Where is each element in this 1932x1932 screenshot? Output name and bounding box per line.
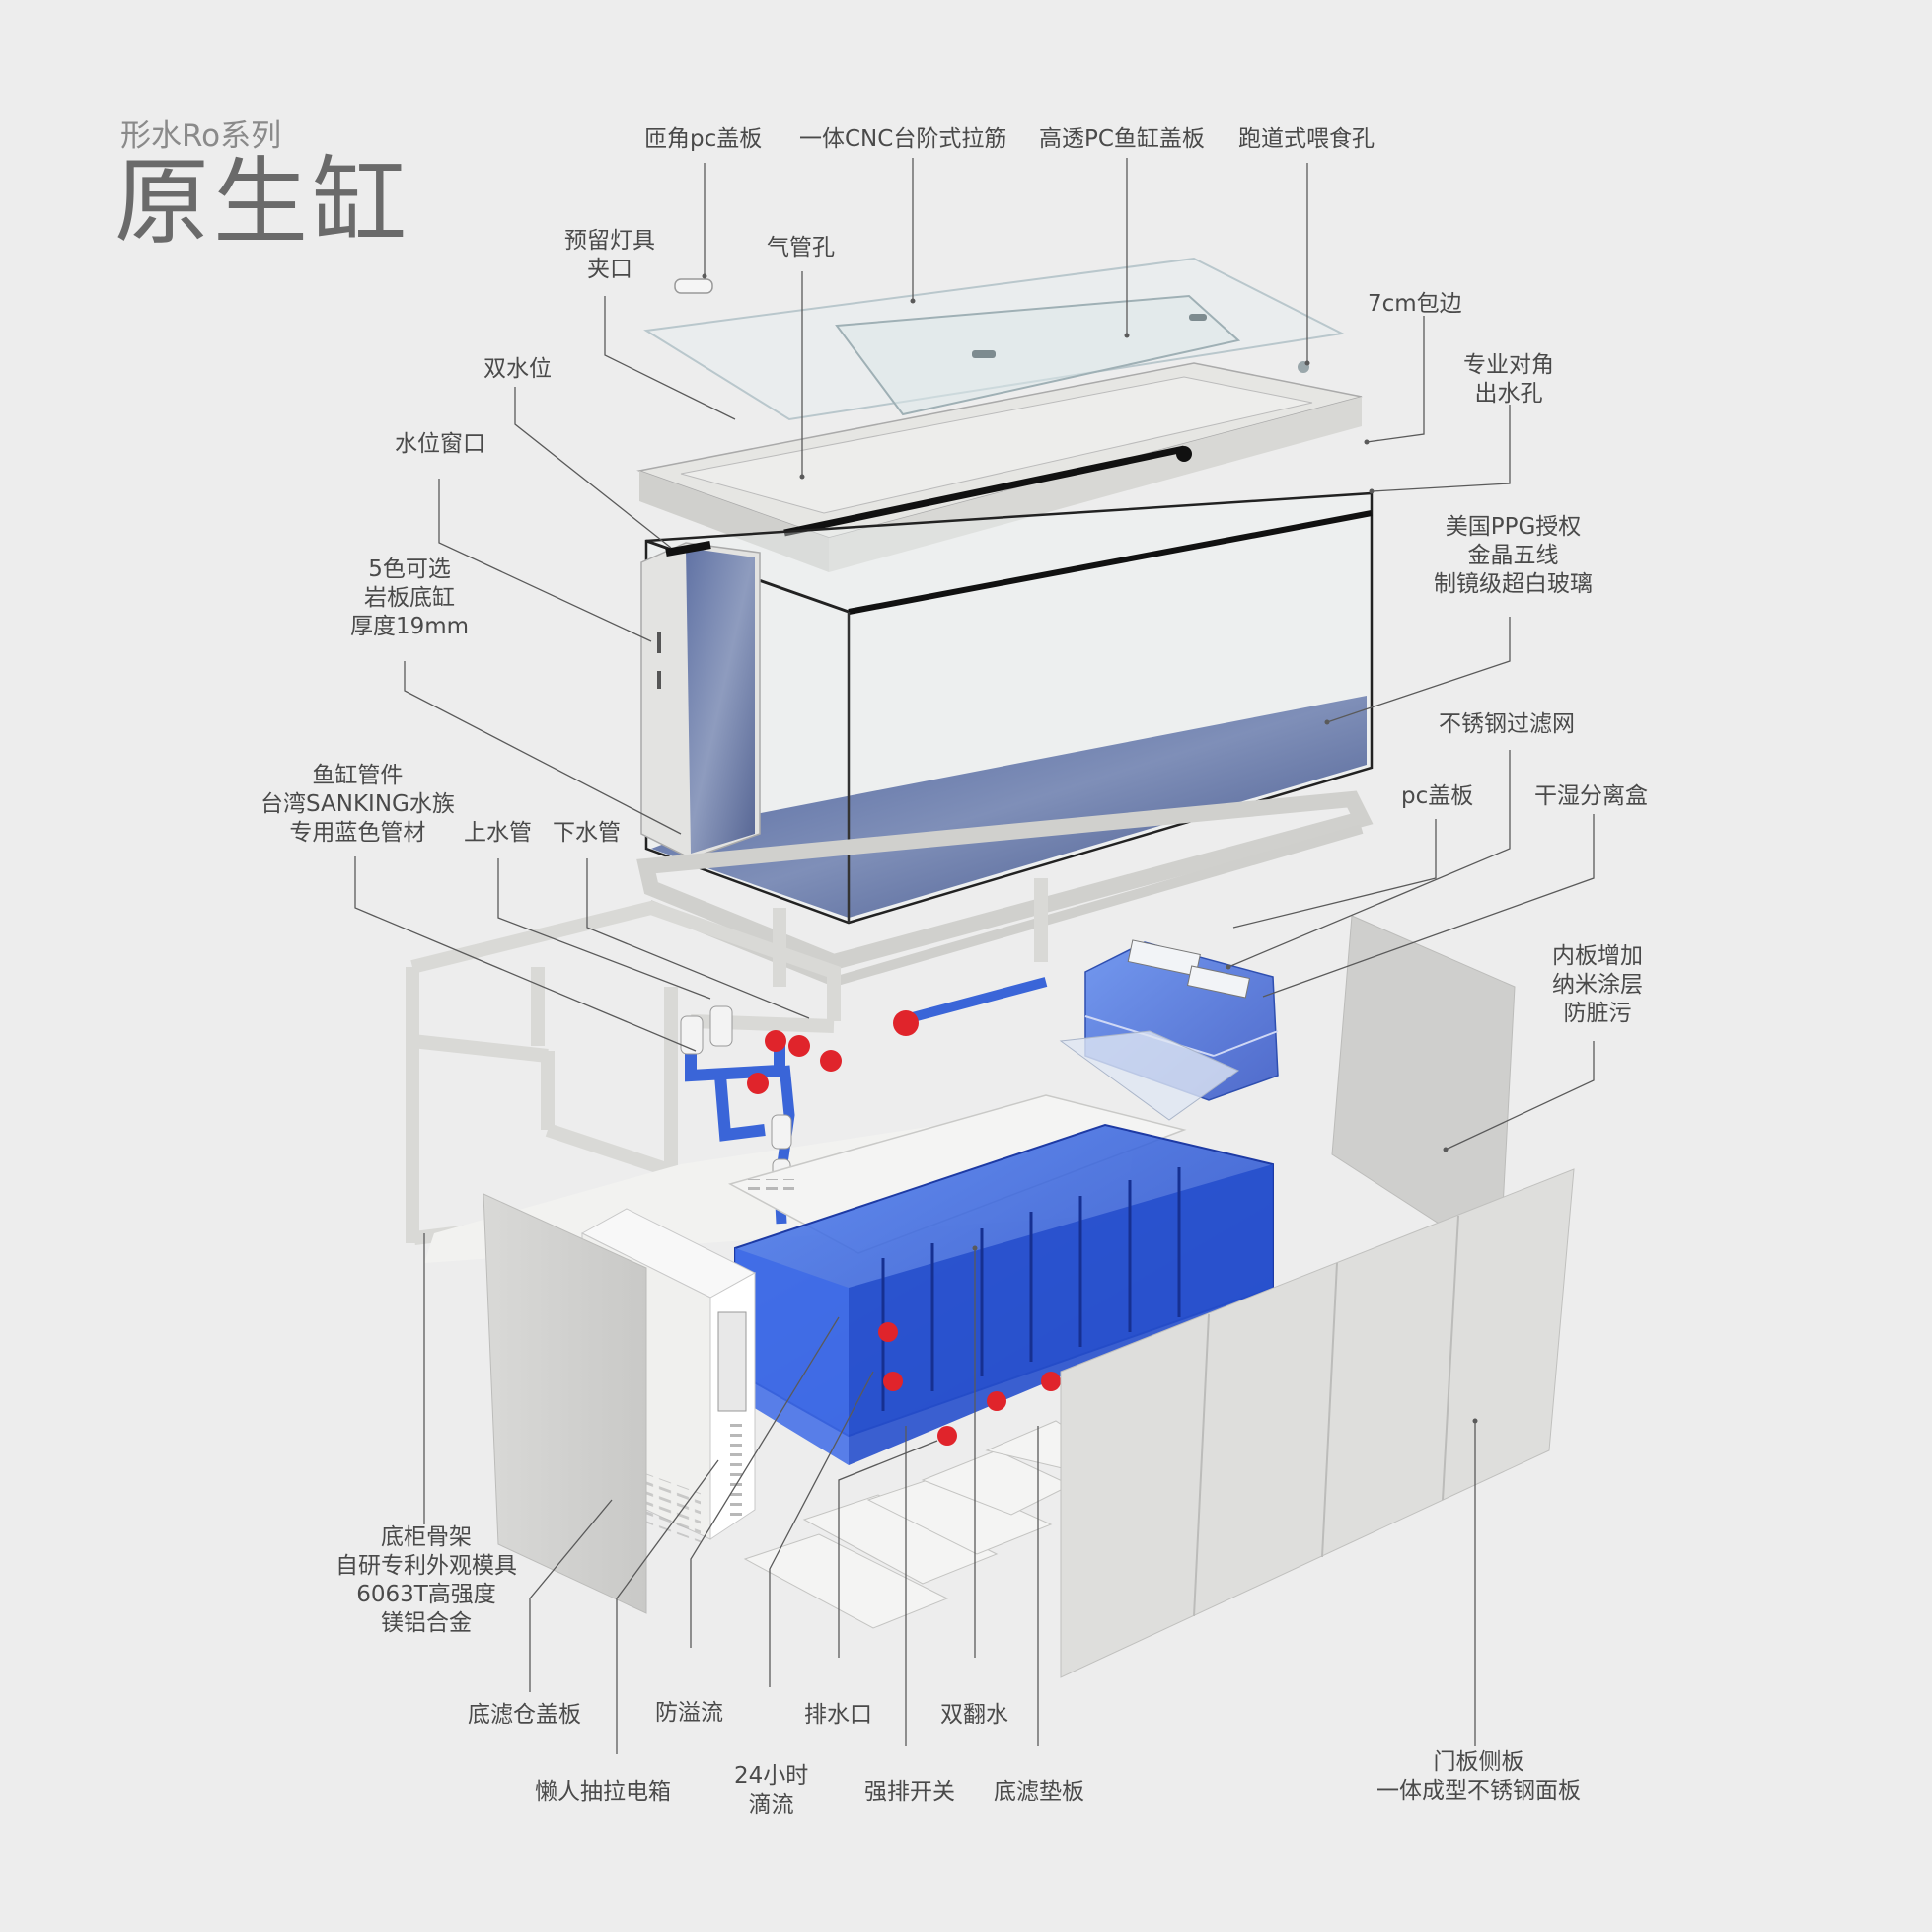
label-filter-mat: 底滤垫板 <box>994 1779 1084 1805</box>
left-side-panel <box>483 1193 647 1614</box>
label-dry-wet-box: 干湿分离盒 <box>1534 783 1648 809</box>
label-pc-plate: pc盖板 <box>1401 783 1474 809</box>
label-diag-outlet: 专业对角 出水孔 <box>1463 352 1554 407</box>
dry-wet-box <box>1059 939 1279 1121</box>
label-feeding-hole: 跑道式喂食孔 <box>1238 126 1375 152</box>
label-overflow: 防溢流 <box>655 1700 723 1726</box>
series-subtitle: 形水Ro系列 <box>120 118 282 154</box>
leader-lines <box>354 158 1595 1754</box>
blue-sump <box>734 1123 1274 1465</box>
label-filter-cover: 底滤仓盖板 <box>468 1702 581 1728</box>
label-lazy-drawer: 懒人抽拉电箱 <box>535 1779 671 1805</box>
door-panels <box>1060 1168 1575 1678</box>
label-pc-cover: 高透PC鱼缸盖板 <box>1039 126 1205 152</box>
label-air-hole: 气管孔 <box>767 235 835 260</box>
label-pipes: 鱼缸管件 台湾SANKING水族 专用蓝色管材 <box>260 763 455 846</box>
label-cnc-brace: 一体CNC台阶式拉筋 <box>799 126 1007 152</box>
top-rim-frame <box>636 362 1363 572</box>
page-title: 原生缸 <box>114 147 410 258</box>
label-force-drain: 强排开关 <box>864 1779 955 1805</box>
label-pc-lid-corner: 匝角pc盖板 <box>644 126 763 152</box>
label-drip-24h: 24小时 滴流 <box>734 1763 809 1818</box>
pc-lid <box>643 257 1346 482</box>
label-rock-base: 5色可选 岩板底缸 厚度19mm <box>350 557 470 639</box>
filter-mats <box>743 1420 1073 1629</box>
label-outlet-pipe: 下水管 <box>553 820 621 846</box>
label-drain: 排水口 <box>804 1702 872 1728</box>
label-edge-7cm: 7cm包边 <box>1368 291 1462 317</box>
label-inlet-pipe: 上水管 <box>464 820 532 846</box>
label-double-flip: 双翻水 <box>940 1702 1008 1728</box>
label-ss-mesh: 不锈钢过滤网 <box>1439 711 1575 737</box>
label-light-clip: 预留灯具 夹口 <box>564 228 655 282</box>
leader-dots <box>702 273 1478 1424</box>
label-nano-coating: 内板增加 纳米涂层 防脏污 <box>1552 943 1643 1026</box>
label-level-window: 水位窗口 <box>395 431 485 457</box>
label-dual-water: 双水位 <box>483 356 552 382</box>
label-cabinet-frame: 底柜骨架 自研专利外观模具 6063T高强度 镁铝合金 <box>335 1524 517 1636</box>
label-door-panel: 门板侧板 一体成型不锈钢面板 <box>1376 1749 1581 1804</box>
label-ppg-glass: 美国PPG授权 金晶五线 制镜级超白玻璃 <box>1434 514 1593 597</box>
